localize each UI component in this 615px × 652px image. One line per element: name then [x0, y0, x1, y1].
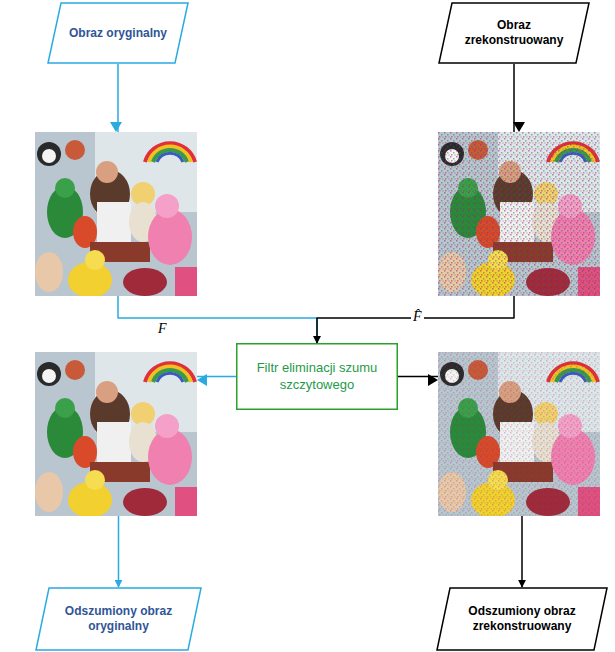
- edge-label: F̂: [411, 309, 424, 324]
- node-text: Odszumiony obraz zrekonstruowany: [456, 604, 588, 634]
- arrowhead: [513, 122, 525, 132]
- node-text: Odszumiony obraz oryginalny: [55, 604, 182, 634]
- input-parallelogram: Obraz zrekonstruowany: [438, 2, 590, 64]
- original-photo: [35, 132, 197, 298]
- output-parallelogram: Odszumiony obraz zrekonstruowany: [436, 587, 608, 651]
- process-box: Filtr eliminacji szumu szczytowego: [236, 343, 398, 410]
- node-text: Obraz oryginalny: [69, 26, 167, 41]
- denoised-reconstructed-photo: [438, 352, 600, 518]
- arrowhead: [428, 374, 438, 386]
- arrowhead: [110, 122, 122, 132]
- reconstructed-photo: [438, 132, 600, 298]
- noise-overlay: [438, 132, 600, 296]
- noise-overlay: [438, 352, 600, 516]
- denoised-original-photo: [35, 352, 197, 518]
- node-text: Obraz zrekonstruowany: [458, 18, 570, 48]
- arrowhead: [197, 374, 207, 386]
- output-parallelogram: Odszumiony obraz oryginalny: [35, 587, 202, 651]
- edge-label: F: [156, 321, 169, 336]
- node-text: Filtr eliminacji szumu szczytowego: [244, 360, 390, 393]
- input-parallelogram: Obraz oryginalny: [47, 2, 189, 64]
